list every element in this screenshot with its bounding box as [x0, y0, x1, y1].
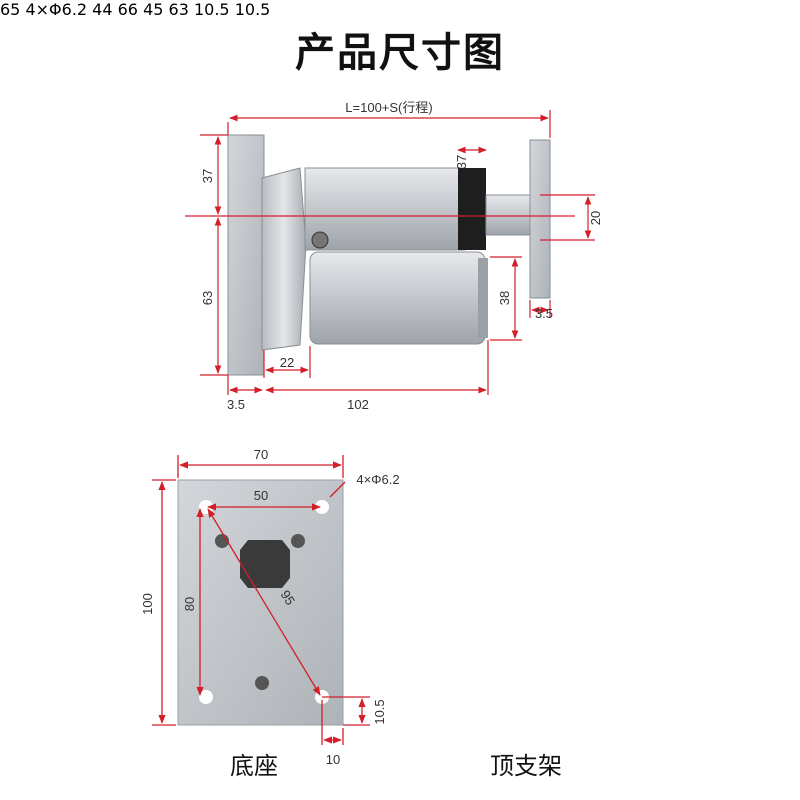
dim-80: 80 [182, 597, 197, 611]
motor-endcap [478, 258, 488, 338]
top-bracket-plate [529, 139, 551, 299]
dim-66: 66 [117, 0, 138, 19]
dim-95: 95 [278, 588, 298, 608]
dim-37-clamp: 37 [454, 155, 469, 169]
top-bracket-labels: 65 4×Φ6.2 44 66 45 63 10.5 10.5 [0, 0, 270, 19]
base-plate-dimensions [152, 455, 370, 745]
page-title: 产品尺寸图 [295, 30, 505, 76]
dim-45: 45 [143, 0, 164, 19]
bracket-caption: 顶支架 [490, 752, 562, 780]
black-ring [458, 168, 486, 250]
dim-100: 100 [140, 593, 155, 615]
dim-3-5-base: 3.5 [227, 397, 245, 412]
dim-65: 65 [0, 0, 21, 19]
dim-70: 70 [254, 447, 268, 462]
dim-10: 10 [326, 752, 340, 767]
dim-63-diag: 63 [168, 0, 189, 19]
dim-10-5-top-h: 10.5 [234, 0, 271, 19]
dim-10-5-top-v: 10.5 [193, 0, 230, 19]
hole-icon [199, 690, 213, 704]
dim-22: 22 [280, 355, 294, 370]
dim-10-5-base: 10.5 [372, 699, 387, 724]
screw-icon [311, 231, 329, 249]
dim-63: 63 [200, 291, 215, 305]
upper-cylinder [304, 167, 466, 251]
base-bracket [227, 134, 265, 376]
top-dimensions [185, 110, 595, 395]
center-opening [240, 540, 290, 588]
piston-rod [485, 194, 535, 236]
dim-102: 102 [347, 397, 369, 412]
base-caption: 底座 [230, 752, 278, 780]
dim-holes-top: 4×Φ6.2 [25, 0, 88, 19]
dim-44: 44 [92, 0, 113, 19]
dim-37-upper: 37 [200, 169, 215, 183]
top-dimension-labels: L=100+S(行程) 37 63 37 20 3.5 38 22 3.5 10… [200, 100, 603, 412]
dim-38: 38 [497, 291, 512, 305]
length-label: L=100+S(行程) [345, 100, 432, 115]
actuator-side-view [227, 134, 551, 376]
base-plate-labels: 70 4×Φ6.2 50 100 80 95 10.5 10 [140, 447, 400, 767]
screw-icon [291, 534, 305, 548]
dim-20: 20 [588, 211, 603, 225]
gearbox-housing [261, 167, 307, 351]
motor-body [309, 251, 486, 345]
dim-holes-base: 4×Φ6.2 [356, 472, 399, 487]
dim-3-5-bracket: 3.5 [535, 306, 553, 321]
base-plate-view [177, 479, 344, 726]
dim-50: 50 [254, 488, 268, 503]
screw-icon [255, 676, 269, 690]
